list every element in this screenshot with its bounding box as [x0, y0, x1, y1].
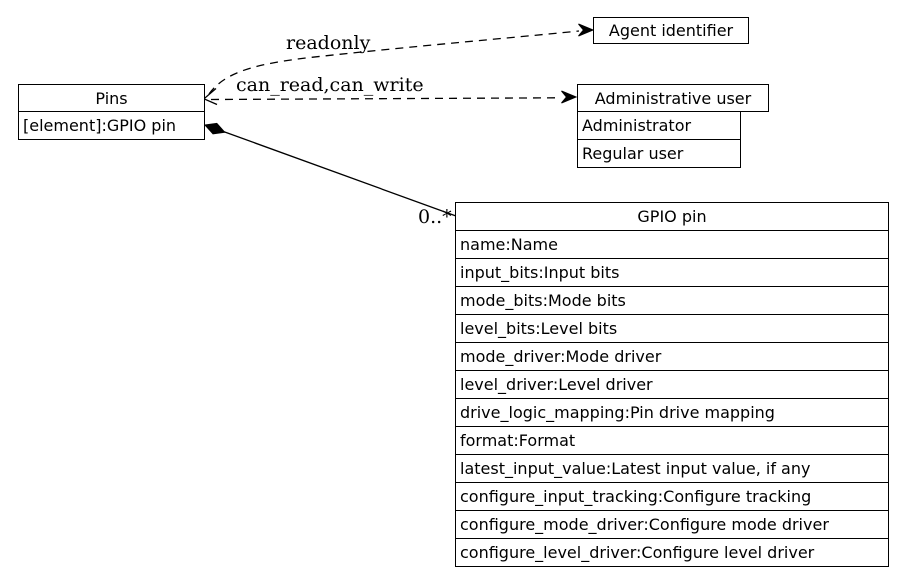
dependency-edge-can-read-can-write: [210, 97, 562, 101]
gpio-attribute-name: name:Name: [456, 230, 888, 258]
variant-administrator: Administrator: [577, 111, 741, 140]
dependency-edge-readonly: [208, 30, 580, 95]
arrowhead-pins-icon: [202, 88, 218, 106]
gpio-attribute-format: format:Format: [456, 426, 888, 454]
pins-attribute-element: [element]:GPIO pin: [19, 111, 204, 139]
gpio-attribute-configure-input-tracking: configure_input_tracking:Configure track…: [456, 482, 888, 510]
gpio-attribute-input-bits: input_bits:Input bits: [456, 258, 888, 286]
pins-class-title: Pins: [95, 88, 128, 108]
gpio-attribute-mode-bits: mode_bits:Mode bits: [456, 286, 888, 314]
gpio-attribute-configure-mode-driver: configure_mode_driver:Configure mode dri…: [456, 510, 888, 538]
composition-diamond-icon: [203, 122, 226, 135]
gpio-pin-class-box: GPIO pin name:Name input_bits:Input bits…: [455, 202, 889, 567]
administrative-user-box: Administrative user: [577, 84, 769, 112]
arrowhead-administrative-user-icon: [561, 90, 578, 104]
multiplicity-label: 0..*: [418, 206, 452, 228]
gpio-attribute-latest-input-value: latest_input_value:Latest input value, i…: [456, 454, 888, 482]
pins-class-box: Pins [element]:GPIO pin: [18, 84, 205, 140]
gpio-attribute-configure-level-driver: configure_level_driver:Configure level d…: [456, 538, 888, 566]
arrowhead-agent-identifier-icon: [578, 23, 595, 37]
gpio-attribute-level-bits: level_bits:Level bits: [456, 314, 888, 342]
gpio-attribute-drive-logic-mapping: drive_logic_mapping:Pin drive mapping: [456, 398, 888, 426]
gpio-attribute-mode-driver: mode_driver:Mode driver: [456, 342, 888, 370]
edge-label-can-read-can-write: can_read,can_write: [236, 74, 424, 96]
gpio-pin-class-title: GPIO pin: [637, 207, 707, 226]
agent-identifier-box: Agent identifier: [593, 17, 749, 44]
edge-label-readonly: readonly: [286, 32, 371, 54]
variant-regular-user: Regular user: [577, 139, 741, 168]
gpio-attribute-level-driver: level_driver:Level driver: [456, 370, 888, 398]
composition-edge: [221, 130, 457, 217]
